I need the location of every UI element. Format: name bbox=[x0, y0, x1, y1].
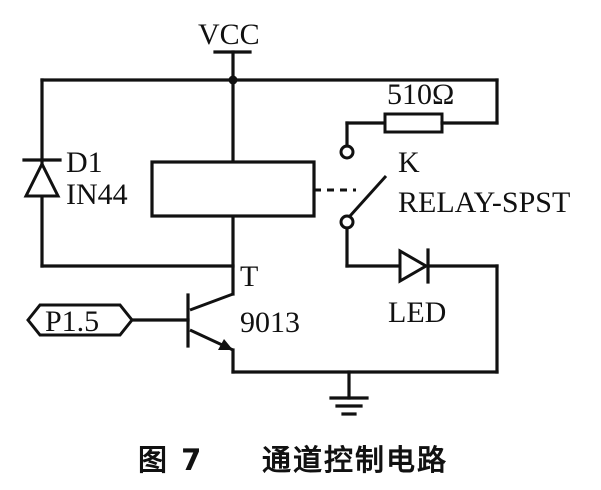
relay-coil bbox=[150, 160, 356, 218]
vcc-label: VCC bbox=[198, 18, 260, 51]
relay-type-label: RELAY-SPST bbox=[398, 186, 570, 219]
diode-part-label: IN44 bbox=[66, 178, 128, 211]
flyback-diode-d1: D1 IN44 bbox=[22, 146, 128, 211]
ground-rail bbox=[231, 370, 499, 416]
transistor-name-label: T bbox=[240, 260, 258, 293]
transistor-part-label: 9013 bbox=[240, 306, 300, 339]
led: LED bbox=[388, 248, 499, 374]
led-label: LED bbox=[388, 296, 446, 329]
figure-title: 通道控制电路 bbox=[262, 443, 448, 477]
figure-caption: 图 7 通道控制电路 bbox=[138, 443, 448, 477]
resistor-510: 510Ω bbox=[383, 78, 499, 134]
relay-switch-k: K RELAY-SPST bbox=[339, 121, 570, 268]
input-port-p15: P1.5 bbox=[26, 303, 190, 338]
figure-number: 图 7 bbox=[138, 443, 203, 477]
diode-name-label: D1 bbox=[66, 146, 103, 179]
resistor-value-label: 510Ω bbox=[387, 78, 454, 111]
transistor-t-9013: T 9013 bbox=[186, 260, 300, 374]
relay-name-label: K bbox=[398, 146, 420, 179]
input-port-label: P1.5 bbox=[45, 305, 99, 338]
vcc-supply: VCC bbox=[198, 18, 260, 85]
